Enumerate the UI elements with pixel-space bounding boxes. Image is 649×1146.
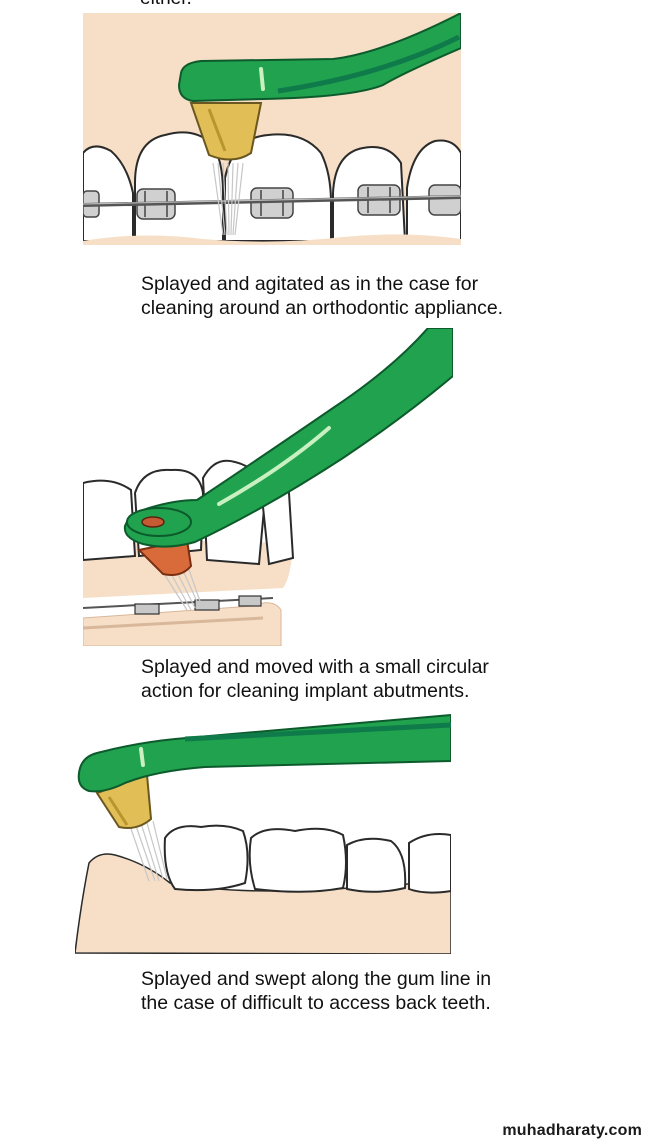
caption-line: the case of difficult to access back tee… xyxy=(141,992,491,1014)
caption-gum-line: Splayed and swept along the gum line in … xyxy=(141,967,611,1015)
caption-orthodontic: Splayed and agitated as in the case for … xyxy=(141,272,611,320)
gum-line-brushing-illustration xyxy=(75,713,451,954)
caption-line: action for cleaning implant abutments. xyxy=(141,680,470,702)
caption-line: Splayed and moved with a small circular xyxy=(141,656,489,678)
caption-line: Splayed and swept along the gum line in xyxy=(141,968,492,990)
cut-off-previous-text: either. xyxy=(140,0,192,10)
caption-line: Splayed and agitated as in the case for xyxy=(141,273,479,295)
caption-implant: Splayed and moved with a small circular … xyxy=(141,655,611,703)
implant-abutment-brushing-illustration xyxy=(83,328,453,646)
orthodontic-brushing-illustration xyxy=(83,13,461,245)
watermark: muhadharaty.com xyxy=(502,1122,642,1139)
caption-line: cleaning around an orthodontic appliance… xyxy=(141,297,504,319)
